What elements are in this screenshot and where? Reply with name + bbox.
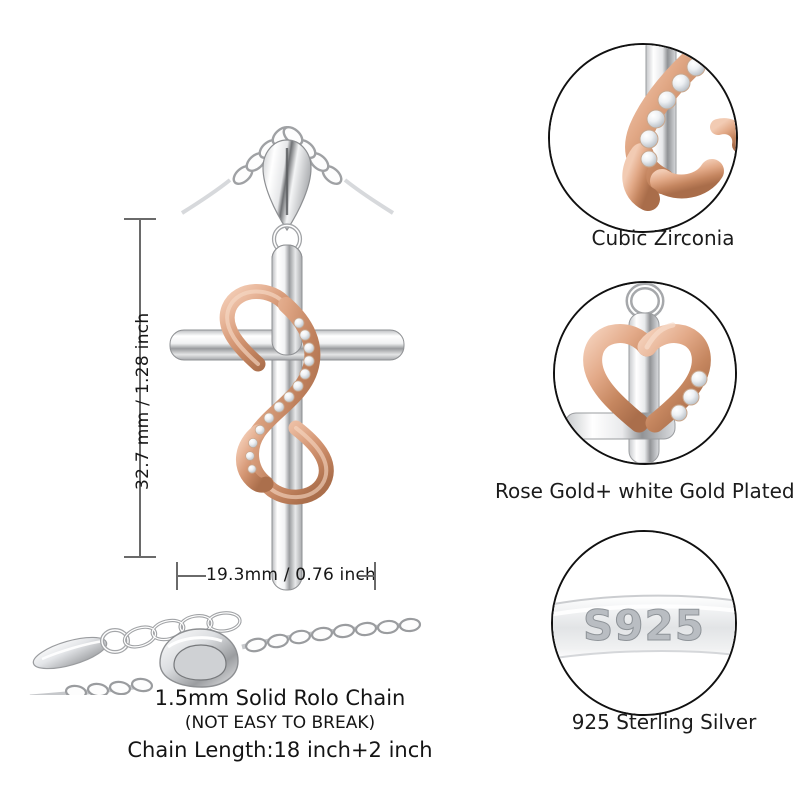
lobster-clasp	[159, 628, 239, 688]
s925-stamp: S925	[583, 601, 705, 650]
pendant-photo	[169, 125, 405, 591]
chain-clasp-photo	[29, 611, 422, 695]
detail-caption-rose-gold-plated: Rose Gold+ white Gold Plated	[495, 479, 795, 503]
pendant-bail	[262, 139, 312, 255]
detail-circle-rose-gold-plated	[553, 281, 737, 465]
chain-caption-line2: (NOT EASY TO BREAK)	[184, 713, 376, 733]
extender-drop-charm	[32, 636, 108, 670]
detail-caption-sterling-silver: 925 Sterling Silver	[571, 710, 757, 734]
width-dimension-line-left	[176, 575, 206, 577]
height-dimension-line	[139, 218, 141, 556]
cubic-zirconia-stones	[245, 317, 315, 474]
rolo-chain	[29, 617, 422, 695]
width-dimension-label: 19.3mm / 0.76 inch	[206, 565, 376, 585]
detail-circle-sterling-silver: S925	[551, 530, 737, 716]
height-dimension-label: 32.7 mm / 1.28 inch	[133, 312, 153, 491]
height-dimension-cap-bottom	[124, 556, 156, 558]
width-dimension-line-right	[358, 575, 376, 577]
width-dimension-cap-right	[374, 562, 376, 590]
chain-caption-line1: 1.5mm Solid Rolo Chain	[154, 686, 406, 710]
detail-circle-cubic-zirconia	[548, 43, 738, 233]
chain-caption-line3: Chain Length:18 inch+2 inch	[127, 738, 433, 762]
detail-caption-cubic-zirconia: Cubic Zirconia	[591, 226, 735, 250]
